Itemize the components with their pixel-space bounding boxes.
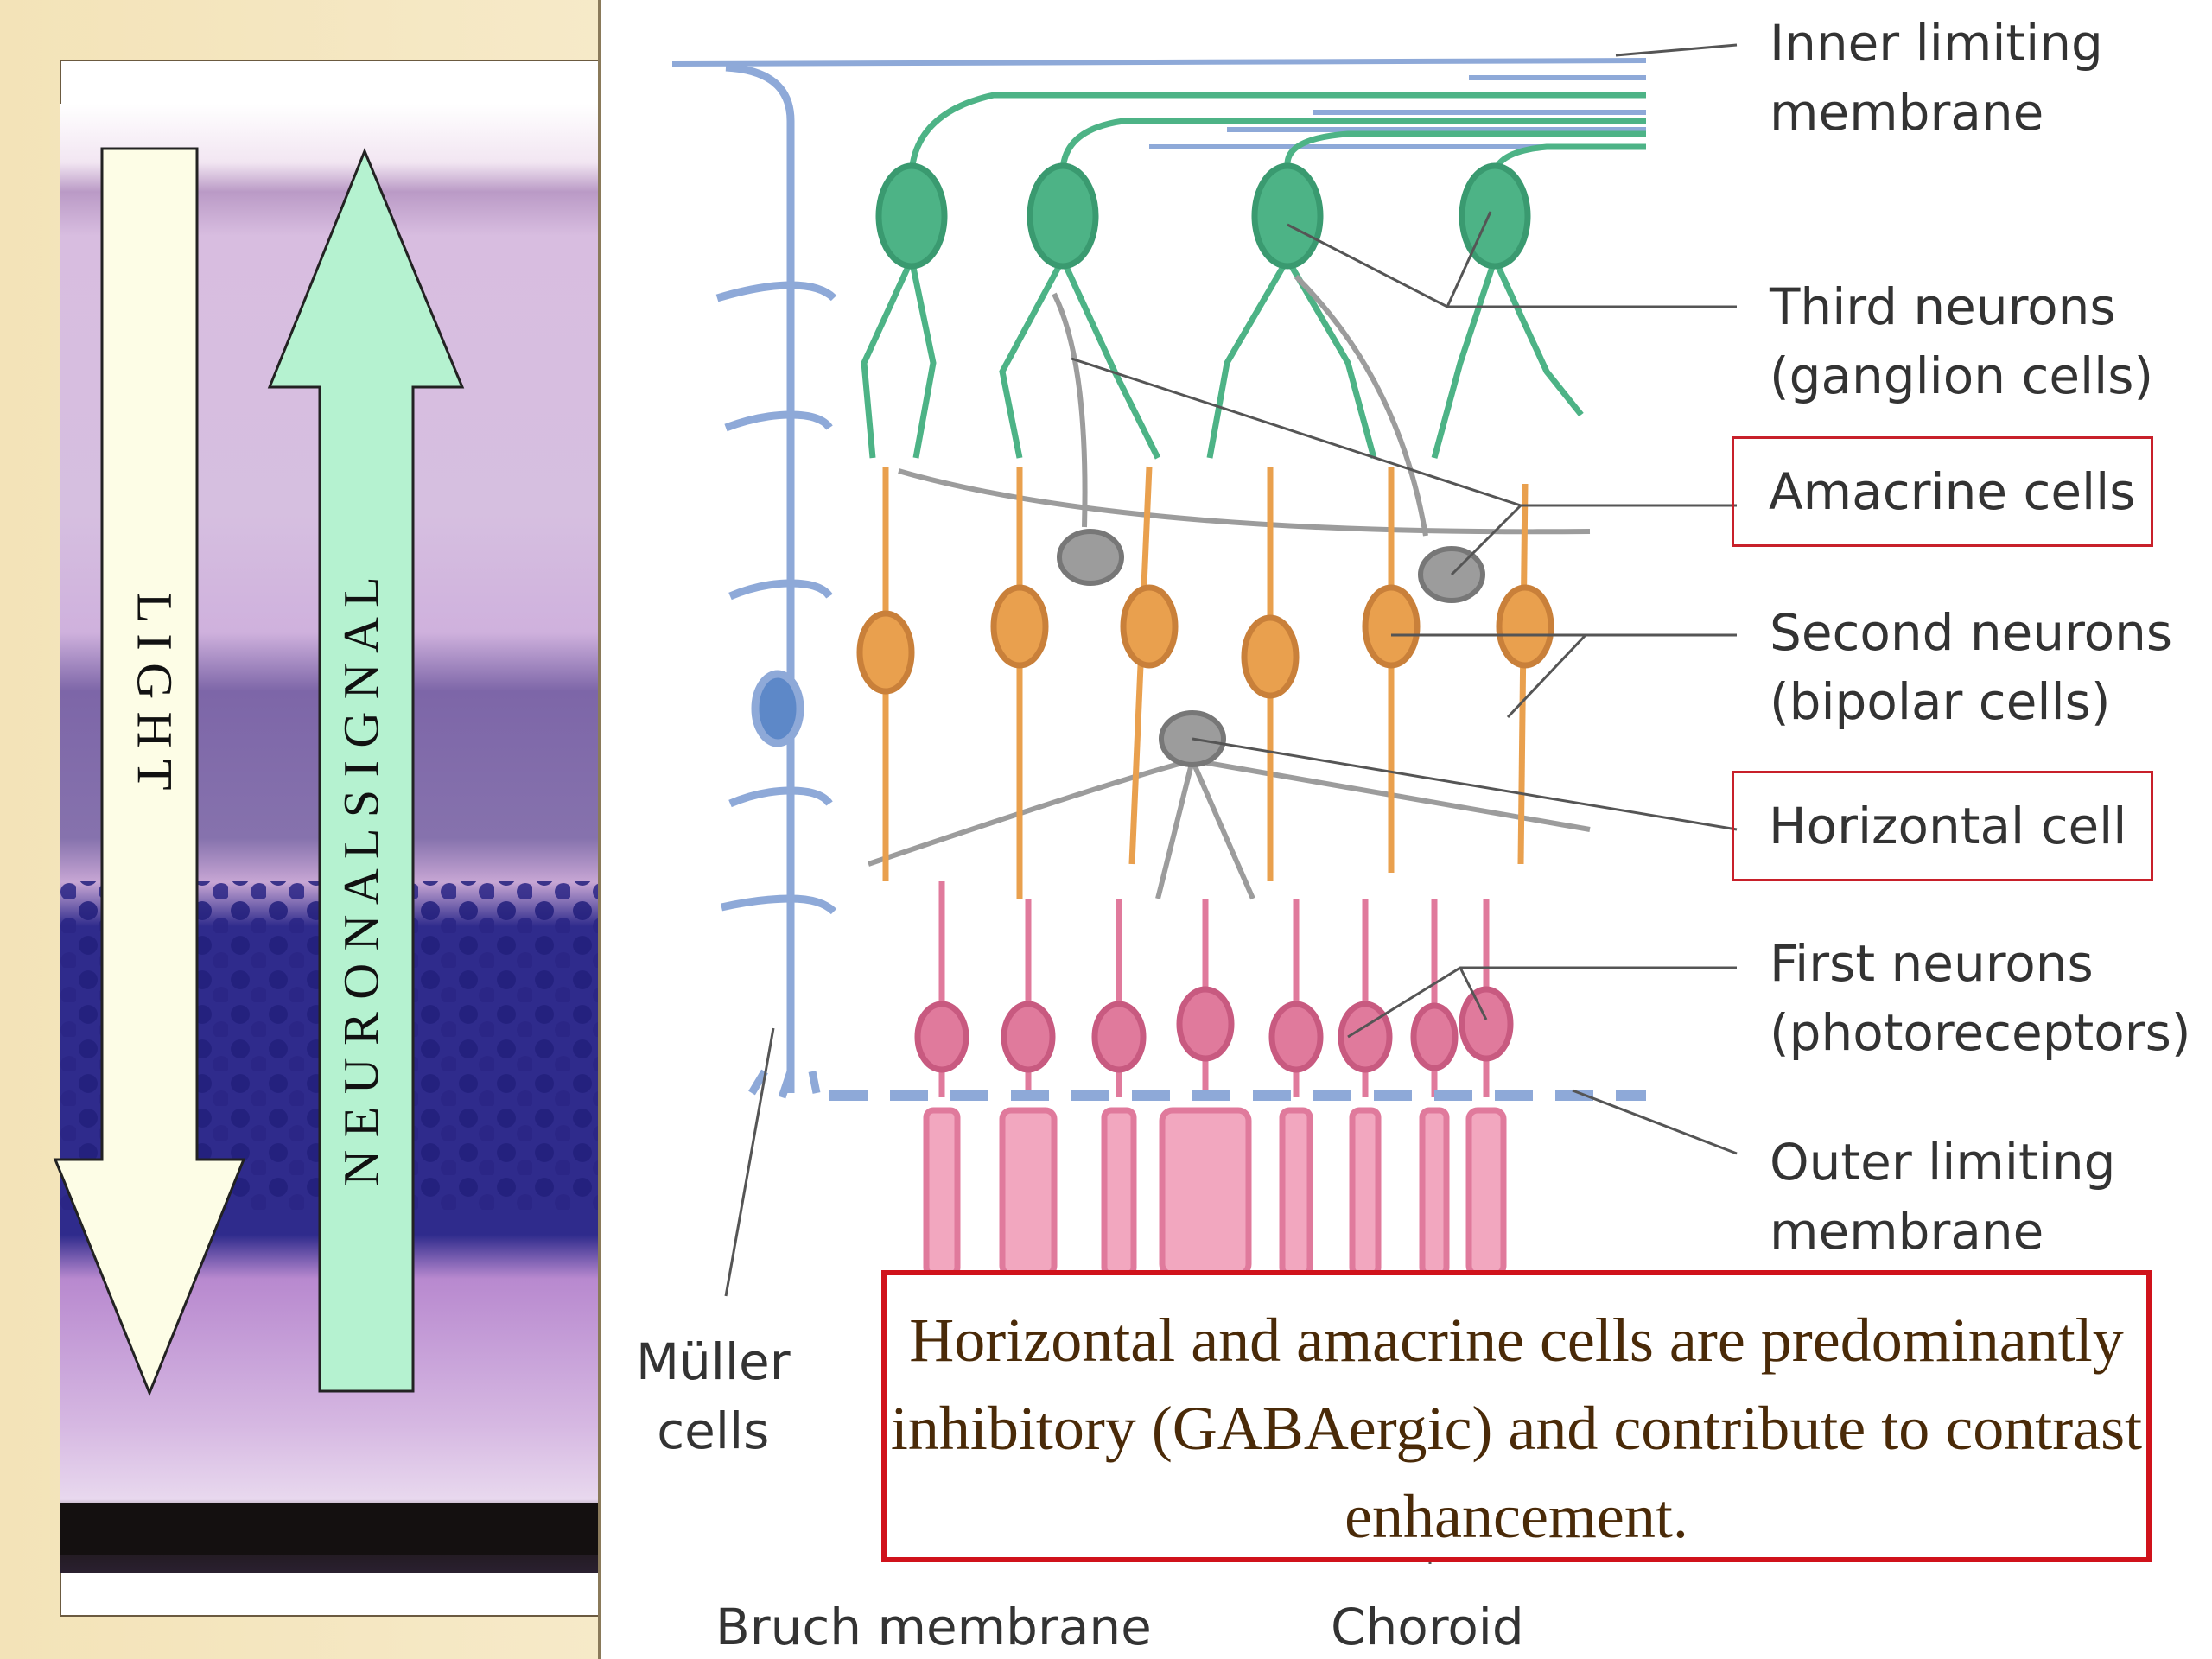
label-inner-limiting-membrane: Inner limiting membrane	[1770, 14, 2103, 142]
label-outer-limiting-membrane: Outer limiting membrane	[1770, 1133, 2116, 1261]
label-third-neurons: Third neurons (ganglion cells)	[1770, 277, 2154, 405]
label-first-neurons: First neurons (photoreceptors)	[1770, 934, 2191, 1062]
ganglion-cells	[861, 92, 1646, 460]
label-muller-cells: Müller cells	[636, 1332, 791, 1460]
light-arrow	[53, 147, 246, 1397]
label-second-neurons: Second neurons (bipolar cells)	[1770, 603, 2173, 731]
photoreceptors	[914, 881, 1514, 1278]
label-horizontal-cell: Horizontal cell	[1732, 771, 2153, 881]
label-bruch-membrane: Bruch membrane	[715, 1598, 1152, 1656]
histology-panel: L I G H T N E U R O N A L S I G N A L	[53, 60, 605, 1617]
label-amacrine-cells: Amacrine cells	[1732, 436, 2153, 547]
signal-arrow-label: N E U R O N A L S I G N A L	[333, 576, 389, 1185]
bipolar-cells	[856, 466, 1554, 899]
label-choroid: Choroid	[1331, 1598, 1524, 1656]
light-arrow-label: L I G H T	[127, 593, 183, 791]
muller-cell	[715, 63, 837, 1099]
signal-arrow	[267, 148, 465, 1393]
inhibitory-callout: Horizontal and amacrine cells are predom…	[881, 1270, 2152, 1562]
